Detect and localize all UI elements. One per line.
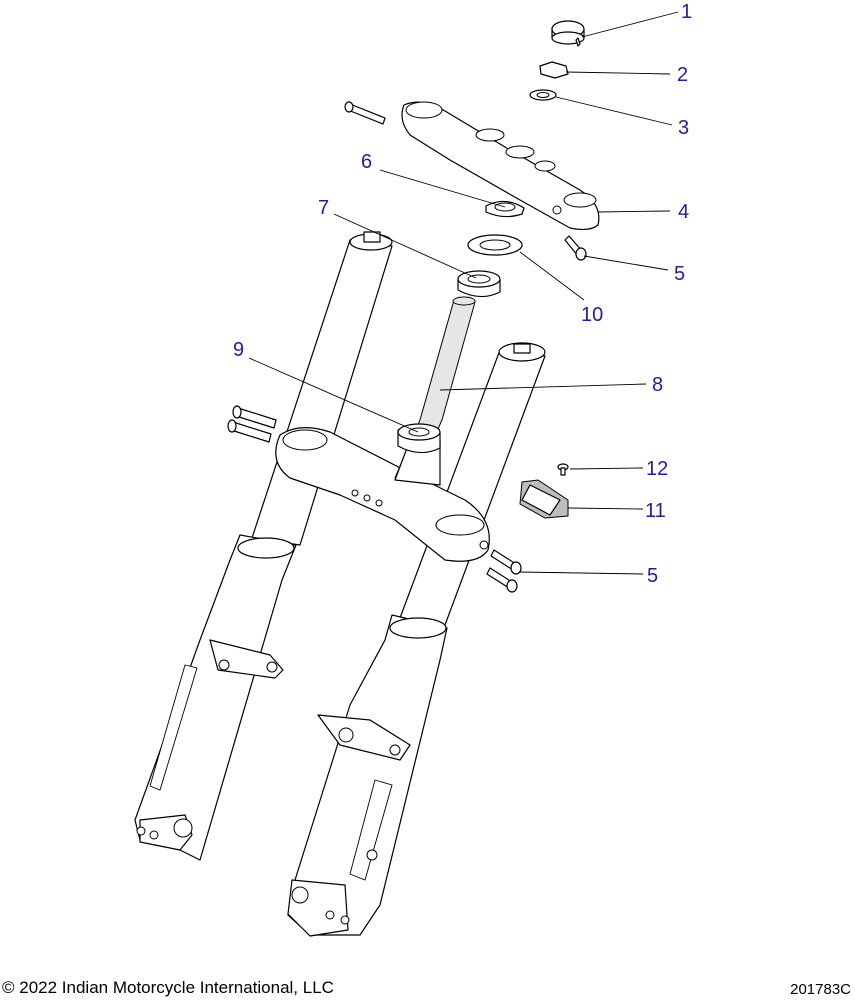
small-screw [557,463,569,476]
adjusting-nut [485,200,525,218]
upper-bearing [457,270,501,298]
callout-9: 9 [233,339,244,361]
callout-8: 8 [652,374,663,396]
callout-5-upper: 5 [674,263,685,285]
upper-clamp-bolt [344,101,386,125]
callout-4: 4 [678,201,689,223]
lower-bearing [397,423,441,454]
callout-10: 10 [581,304,603,326]
stem-cap [551,20,585,47]
right-fork-assembly [287,342,546,937]
dust-seal [467,234,523,256]
callout-7: 7 [318,197,329,219]
callout-5-lower: 5 [647,565,658,587]
clamp-bolts-lower [486,549,522,593]
clamp-bolt-upper [564,235,587,261]
upper-triple-clamp [401,101,600,231]
callout-11: 11 [645,500,666,522]
washer [529,89,557,101]
callout-6: 6 [361,151,372,173]
cover-block [519,479,569,519]
callout-labels: 1 2 3 4 5 6 7 10 9 8 12 11 5 [233,1,692,587]
stem-nut [539,61,569,79]
lower-triple-clamp [275,427,490,562]
drawing-number: 201783C [790,981,851,998]
leader-lines [248,11,679,575]
callout-2: 2 [677,64,688,86]
pinch-bolts [227,405,277,443]
callout-3: 3 [678,117,689,139]
callout-12: 12 [646,458,668,480]
callout-1: 1 [681,1,692,23]
copyright-notice: © 2022 Indian Motorcycle International, … [2,978,334,997]
